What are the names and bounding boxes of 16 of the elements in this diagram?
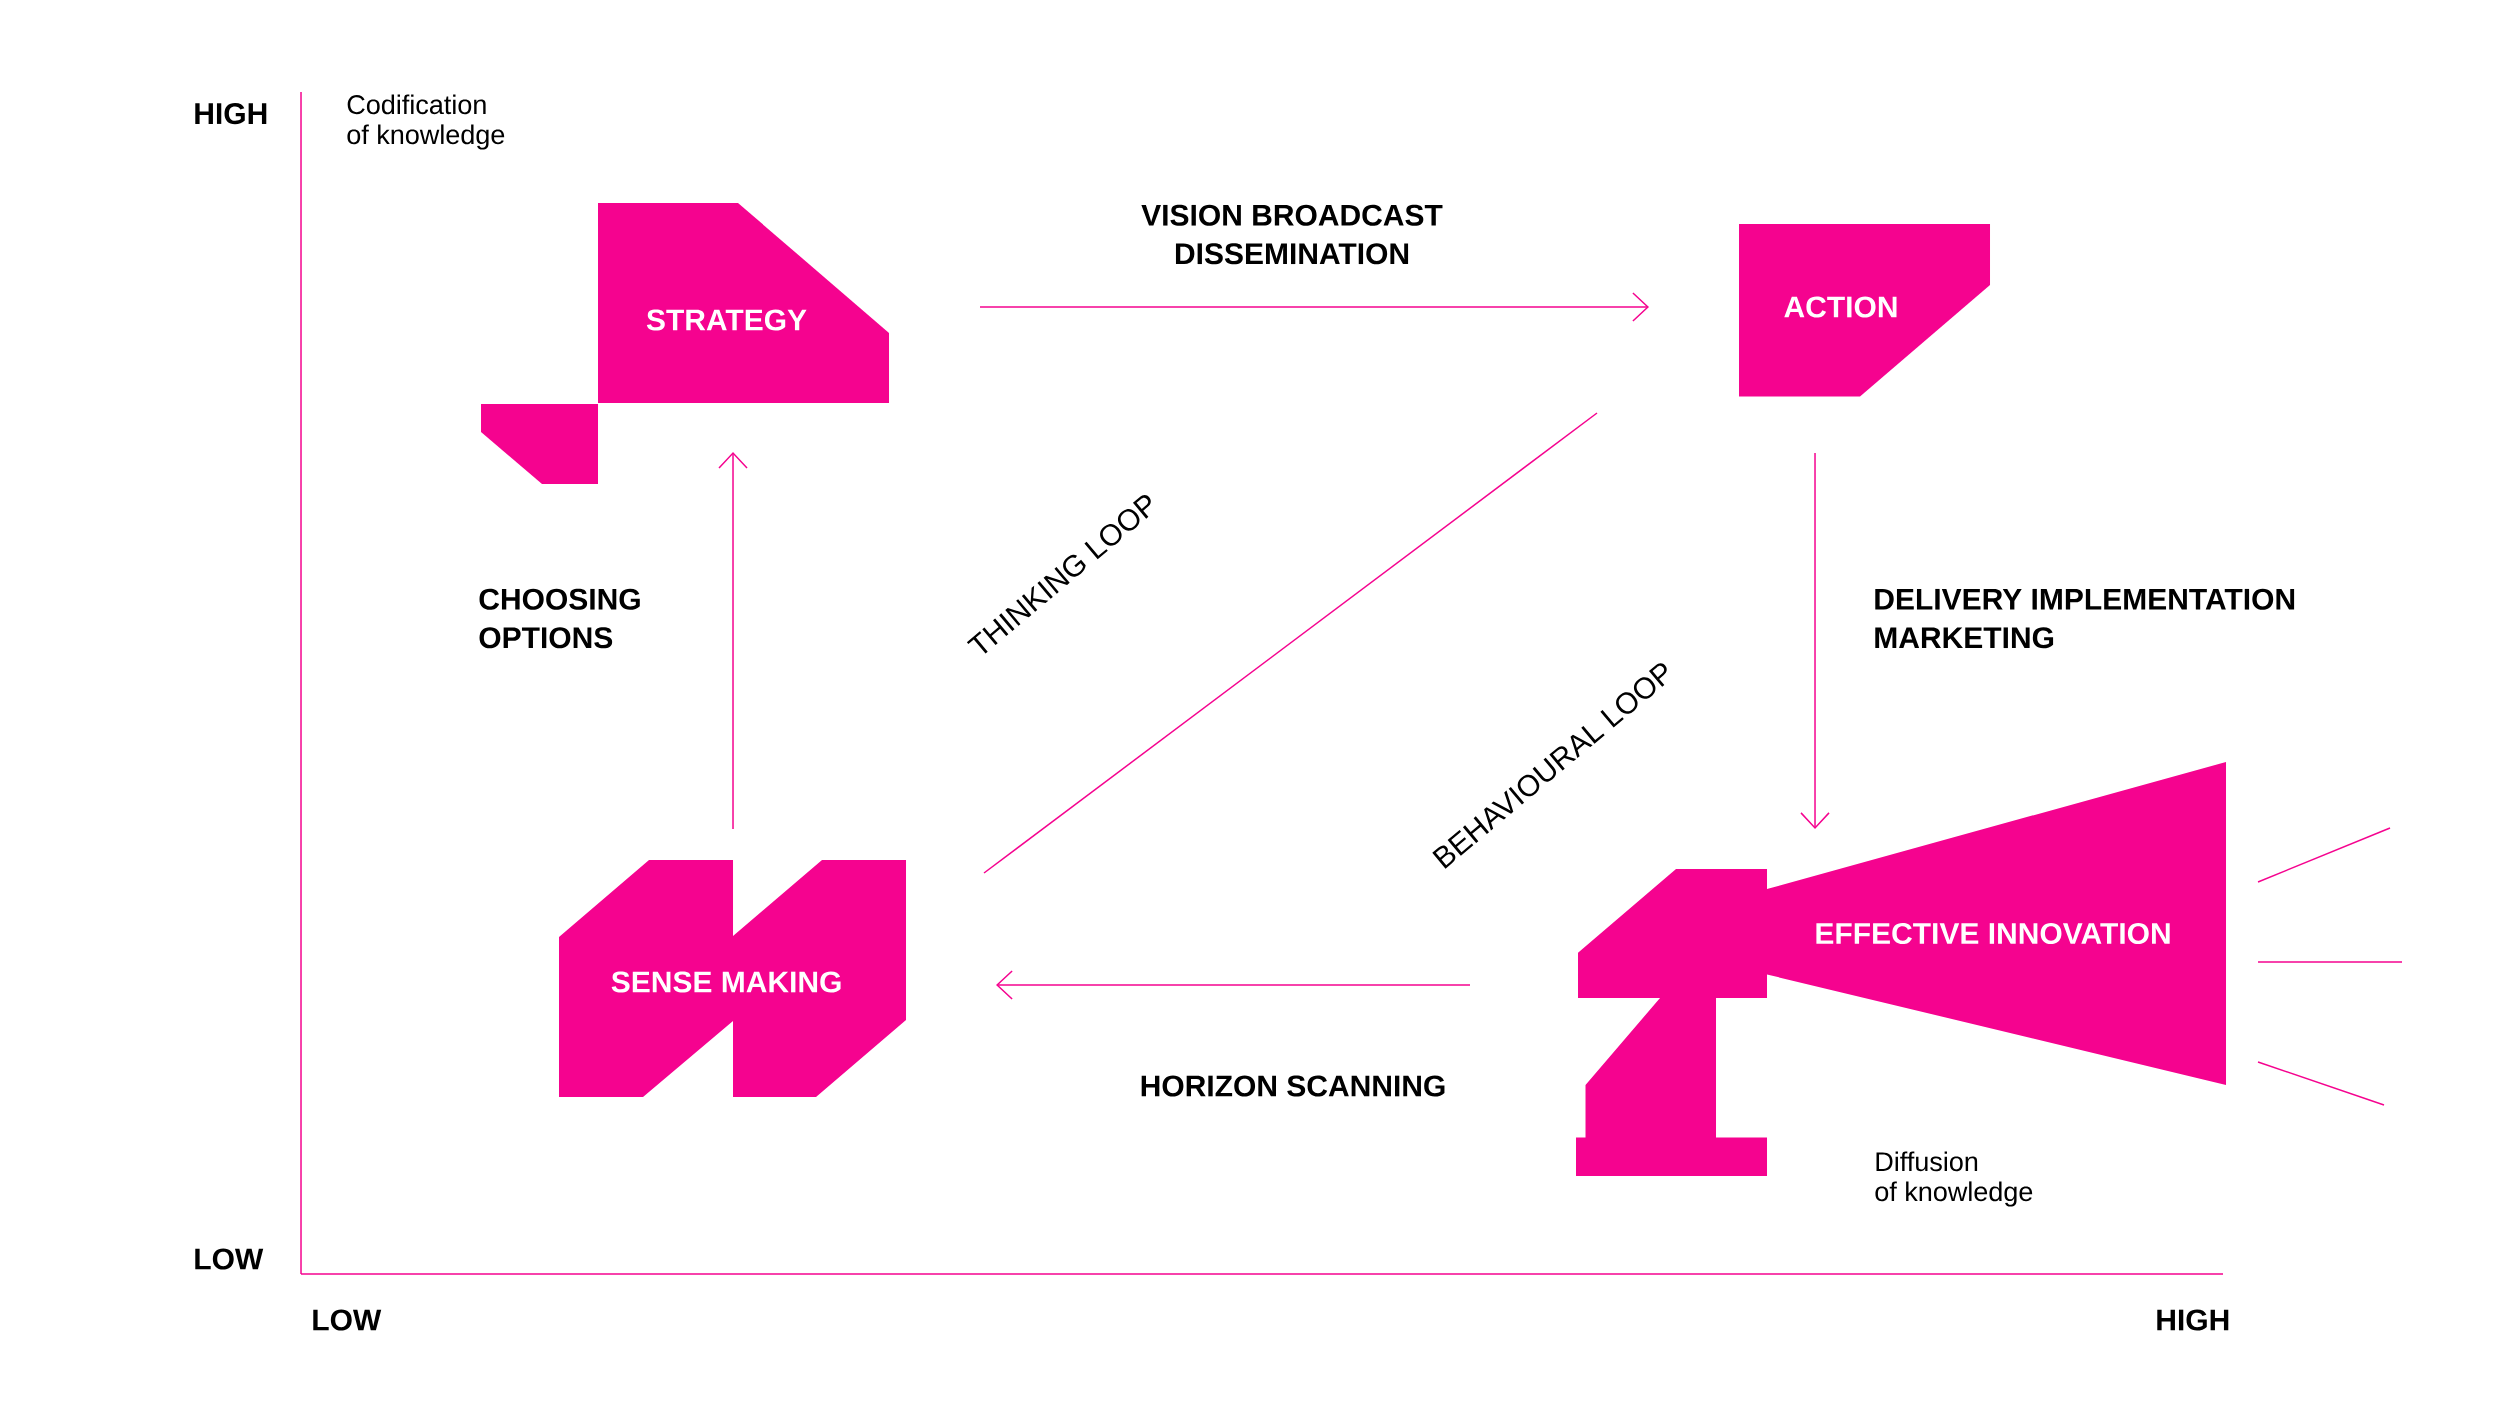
edge-label: CHOOSING OPTIONS — [479, 588, 640, 649]
angular-block: ACTION — [1739, 224, 1990, 397]
arrow — [1800, 452, 1830, 829]
edge-label: VISION BROADCAST DISSEMINATION — [1141, 204, 1443, 265]
axis-label: HIGH — [2157, 1309, 2229, 1331]
arrow — [718, 452, 748, 830]
arrow — [996, 970, 1471, 1000]
edge-label: DELIVERY IMPLEMENTATION MARKETING — [1875, 588, 2295, 649]
axis-label: LOW — [313, 1309, 382, 1331]
axis-label: HIGH — [195, 103, 267, 125]
axis-label: LOW — [195, 1248, 264, 1270]
arrow — [979, 292, 1649, 322]
angular-block: SENSE MAKING — [559, 860, 906, 1097]
axis-title: Codification of knowledge — [347, 94, 505, 150]
edge-label: HORIZON SCANNING — [1141, 1075, 1445, 1097]
connector-line — [983, 412, 1598, 874]
